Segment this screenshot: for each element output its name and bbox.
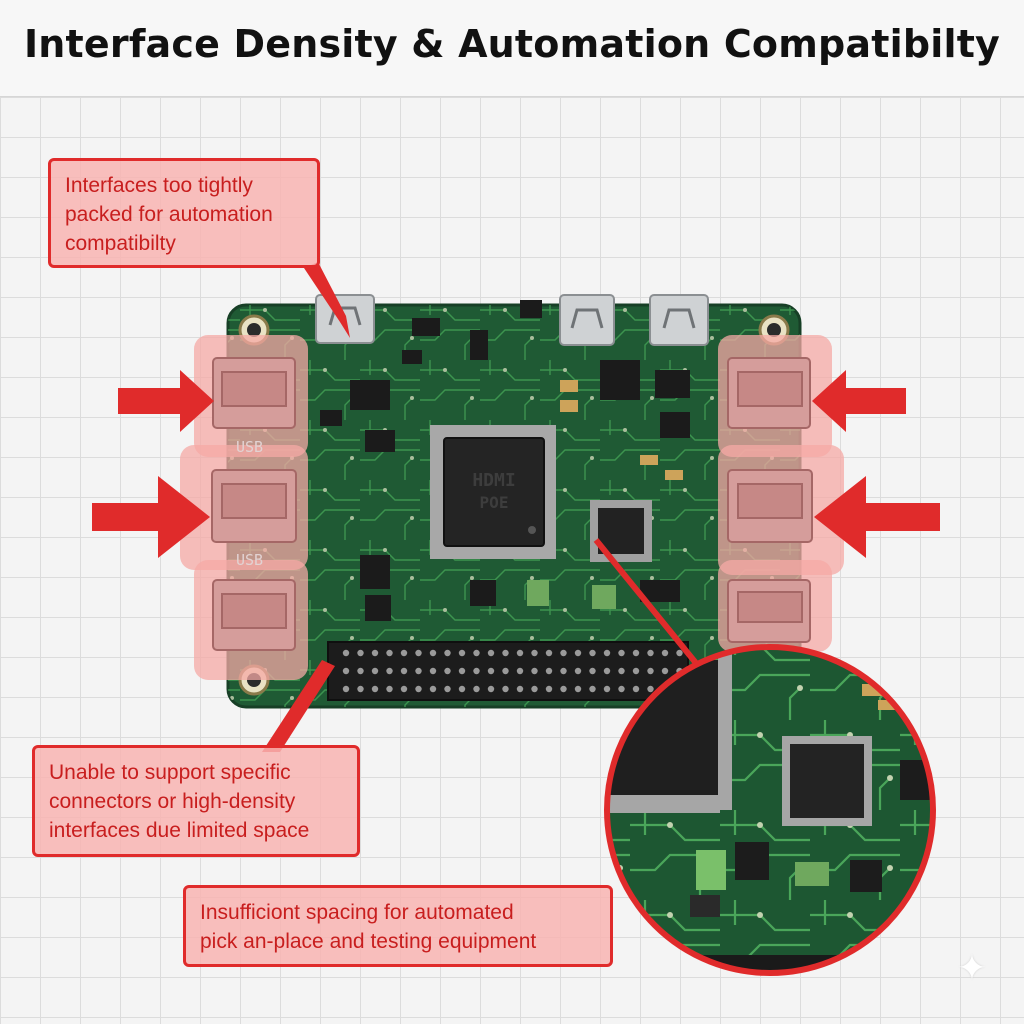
callout-mid-pointer xyxy=(262,660,335,752)
gpio-pin xyxy=(589,667,596,675)
gpio-pin xyxy=(560,649,567,657)
gpio-header xyxy=(327,641,689,701)
gpio-pin xyxy=(444,649,451,657)
gpio-pin xyxy=(429,685,437,693)
gpio-pin xyxy=(502,667,509,675)
callout-tight-packing: Interfaces too tightly packed for automa… xyxy=(48,158,320,268)
gpio-pin xyxy=(342,685,350,693)
gpio-pin xyxy=(661,667,669,675)
gpio-pin xyxy=(516,685,524,693)
gpio-pin xyxy=(647,685,654,693)
zoom-inset xyxy=(593,538,936,976)
gpio-pin xyxy=(647,667,654,675)
gpio-pin xyxy=(458,685,466,693)
gpio-pin xyxy=(647,649,654,657)
secondary-chip xyxy=(590,500,652,562)
gpio-pin xyxy=(400,667,408,675)
gpio-pin xyxy=(371,667,379,675)
gpio-pin xyxy=(603,649,611,657)
gpio-pin xyxy=(531,667,538,675)
gpio-pin xyxy=(487,667,495,675)
gpio-pin xyxy=(531,685,538,693)
gpio-pin xyxy=(560,667,567,675)
gpio-pin xyxy=(603,685,611,693)
gpio-pin xyxy=(545,685,553,693)
gpio-pin xyxy=(632,667,640,675)
usb-a-port-icon xyxy=(211,357,297,651)
gpio-pin xyxy=(458,649,466,657)
gpio-pin xyxy=(357,667,364,675)
gpio-pin xyxy=(342,649,350,657)
gpio-pin xyxy=(342,667,350,675)
gpio-pin xyxy=(618,667,625,675)
callout-line: pick an-place and testing equipment xyxy=(200,930,537,953)
gpio-pin xyxy=(444,667,451,675)
smd-components xyxy=(320,300,690,621)
header-bar: Interface Density & Automation Compatibi… xyxy=(0,0,1024,97)
gpio-pin xyxy=(589,649,596,657)
gpio-pin xyxy=(589,685,596,693)
micro-usb-port-icon xyxy=(315,294,709,346)
gpio-pin xyxy=(415,667,422,675)
callout-line: Interfaces too tightly xyxy=(65,174,253,197)
gpio-pin xyxy=(473,667,480,675)
gpio-pin xyxy=(415,685,422,693)
gpio-pin xyxy=(632,649,640,657)
usb-a-port-icon xyxy=(727,357,813,643)
gpio-pin xyxy=(574,685,582,693)
gpio-pin xyxy=(545,649,553,657)
gpio-pin xyxy=(502,685,509,693)
gpio-pin xyxy=(386,667,393,675)
callout-line: interfaces due limited space xyxy=(49,819,310,842)
gpio-pin xyxy=(400,649,408,657)
gpio-pin xyxy=(458,667,466,675)
gpio-pin xyxy=(545,667,553,675)
callout-line: Insufficiont spacing for automated xyxy=(200,901,514,924)
gpio-pin xyxy=(531,649,538,657)
gpio-pin xyxy=(415,649,422,657)
gpio-pin xyxy=(487,649,495,657)
callout-line: compatibilty xyxy=(65,232,176,255)
gpio-pin xyxy=(371,685,379,693)
callout-line: connectors or high-density xyxy=(49,790,296,813)
gpio-pin xyxy=(371,649,379,657)
chip-label-hdmi: HDMI xyxy=(472,470,515,491)
callout-insufficient-spacing: Insufficiont spacing for automated pick … xyxy=(183,885,613,967)
gpio-pin xyxy=(661,649,669,657)
gpio-pin xyxy=(618,649,625,657)
gpio-pin xyxy=(357,649,364,657)
callout-top-pointer xyxy=(304,262,350,338)
gpio-pin xyxy=(444,685,451,693)
gpio-pin xyxy=(676,649,683,657)
gpio-pin xyxy=(516,649,524,657)
gpio-pin xyxy=(473,649,480,657)
gpio-pin xyxy=(560,685,567,693)
gpio-pin xyxy=(487,685,495,693)
gpio-pin xyxy=(574,667,582,675)
red-arrow-icon xyxy=(92,370,940,558)
callout-limited-space: Unable to support specific connectors or… xyxy=(32,745,360,857)
callout-line: packed for automation xyxy=(65,203,273,226)
chip-label-poe: POE xyxy=(480,493,509,512)
page-title: Interface Density & Automation Compatibi… xyxy=(23,22,1001,66)
sparkle-icon: ✦ xyxy=(956,947,988,988)
gpio-pin xyxy=(400,685,408,693)
gpio-pin xyxy=(429,649,437,657)
gpio-pin xyxy=(473,685,480,693)
callout-line: Unable to support specific xyxy=(49,761,291,784)
gpio-pin xyxy=(618,685,625,693)
usb-label-left-1: USB xyxy=(236,438,263,456)
gpio-pin xyxy=(516,667,524,675)
usb-label-left-2: USB xyxy=(236,551,263,569)
gpio-pin xyxy=(386,649,393,657)
gpio-pin xyxy=(574,649,582,657)
gpio-pin xyxy=(429,667,437,675)
gpio-pin xyxy=(632,685,640,693)
gpio-pin xyxy=(603,667,611,675)
gpio-pin xyxy=(502,649,509,657)
gpio-pin xyxy=(357,685,364,693)
gpio-pin xyxy=(386,685,393,693)
main-processor-chip xyxy=(430,425,556,559)
